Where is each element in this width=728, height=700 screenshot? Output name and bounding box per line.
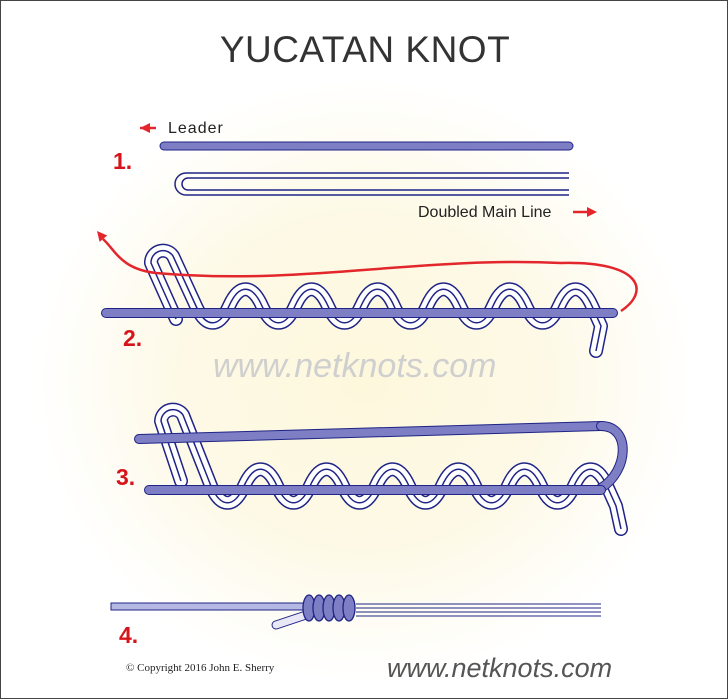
step4-knot-wrap bbox=[342, 594, 356, 622]
step4-tag bbox=[272, 611, 310, 629]
leader-arrow-head bbox=[140, 123, 150, 133]
watermark: www.netknots.com bbox=[213, 347, 497, 385]
doubled-main-line-inner bbox=[181, 177, 569, 191]
step4-leader bbox=[110, 602, 312, 611]
page-title: YUCATAN KNOT bbox=[219, 29, 511, 70]
main-line-arrow-head bbox=[587, 207, 597, 217]
step2-coil bbox=[145, 245, 607, 357]
step3-leader-bend bbox=[597, 422, 627, 492]
step2-coil-split bbox=[150, 249, 602, 352]
doubled-main-line-label: Doubled Main Line bbox=[418, 204, 552, 221]
step-2-number: 2. bbox=[123, 325, 143, 351]
step-4-number: 4. bbox=[119, 622, 139, 648]
step-1-number: 1. bbox=[113, 148, 133, 174]
step2-tag-end bbox=[102, 238, 638, 313]
step2-arrow-head bbox=[97, 231, 108, 242]
leader-label: Leader bbox=[168, 120, 224, 137]
step2-coil-outline bbox=[144, 243, 608, 358]
step-3-number: 3. bbox=[116, 464, 136, 490]
footer-site-link: www.netknots.com bbox=[387, 653, 613, 683]
doubled-main-line-outer bbox=[174, 172, 569, 196]
step3-leader-top bbox=[135, 422, 605, 443]
copyright-text: © Copyright 2016 John E. Sherry bbox=[126, 662, 275, 674]
